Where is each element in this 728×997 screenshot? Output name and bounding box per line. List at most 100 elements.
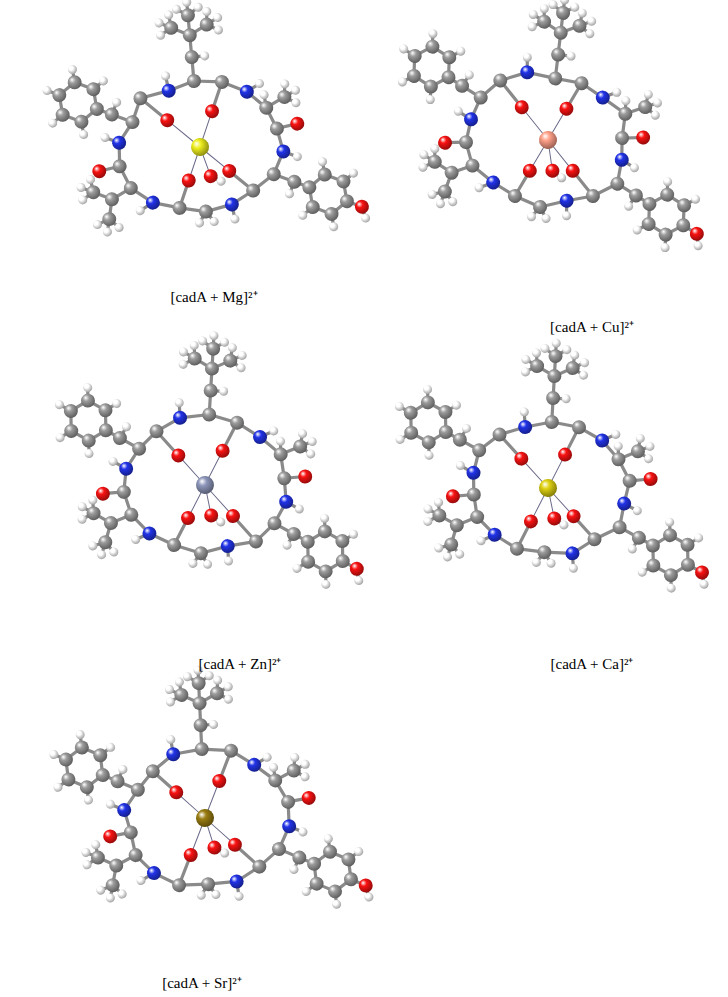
atom-sphere (280, 79, 290, 89)
atom-sphere (80, 780, 95, 795)
atom-sphere (522, 52, 532, 62)
caption-label: [cadA + Sr]²⁺ (162, 974, 242, 992)
atom-sphere (290, 116, 305, 131)
atom-sphere (209, 217, 219, 227)
atom-sphere (456, 46, 466, 56)
atom-sphere (229, 874, 244, 889)
atom-sphere (276, 437, 286, 447)
atom-sphere (223, 353, 238, 368)
atom-sphere (48, 118, 58, 128)
atom-sphere (104, 107, 119, 122)
metal-ion (190, 137, 210, 157)
atom-sphere (335, 554, 350, 569)
atom-sphere (637, 99, 653, 115)
atom-sphere (145, 764, 160, 779)
atom-sphere (546, 391, 561, 406)
metal-ion (538, 130, 558, 150)
atom-sphere (522, 163, 538, 179)
atom-sphere (403, 405, 418, 420)
atom-sphere (224, 743, 239, 758)
atom-sphere (95, 486, 110, 501)
atom-sphere (103, 227, 113, 237)
atom-sphere (437, 135, 453, 151)
atom-sphere (105, 878, 120, 893)
atom-sphere (463, 112, 479, 128)
atom-sphere (112, 159, 127, 174)
atom-sphere (167, 538, 182, 553)
atom-sphere (55, 107, 70, 122)
atom-sphere (539, 4, 549, 14)
atom-sphere (166, 735, 175, 744)
atom-sphere (566, 509, 581, 524)
atom-sphere (611, 452, 626, 467)
atom-sphere (442, 50, 458, 66)
atom-sphere (637, 568, 646, 577)
atom-sphere (566, 51, 576, 61)
atom-sphere (104, 192, 119, 207)
atom-sphere (300, 534, 315, 549)
atom-sphere (230, 415, 245, 430)
atom-sphere (434, 543, 443, 552)
atom-sphere (199, 17, 214, 32)
atom-sphere (452, 432, 467, 447)
atom-sphere (98, 535, 113, 550)
atom-sphere (664, 568, 679, 583)
atom-sphere (172, 200, 187, 215)
atom-sphere (680, 537, 695, 552)
atom-sphere (272, 842, 287, 857)
atom-sphere (88, 495, 98, 505)
atom-sphere (681, 557, 696, 572)
atom-sphere (632, 225, 642, 235)
atom-sphere (492, 427, 507, 442)
atom-sphere (142, 526, 157, 541)
atom-sphere (112, 431, 127, 446)
atom-sphere (295, 504, 305, 514)
atom-sphere (540, 344, 549, 353)
atom-sphere (61, 772, 76, 787)
atom-sphere (425, 95, 435, 105)
atom-sphere (548, 0, 558, 10)
atom-sphere (306, 449, 316, 459)
atom-sphere (273, 447, 288, 462)
atom-sphere (183, 848, 198, 863)
atom-sphere (86, 185, 101, 200)
atom-sphere (171, 448, 186, 463)
atom-sphere (621, 96, 631, 106)
atom-sphere (234, 892, 243, 901)
atom-sphere (214, 25, 224, 35)
atom-sphere (587, 16, 597, 26)
atom-sphere (269, 121, 284, 136)
atom-sphere (689, 226, 705, 242)
atom-sphere (587, 532, 602, 547)
atom-sphere (307, 856, 322, 871)
atom-sphere (438, 425, 453, 440)
atom-sphere (202, 407, 217, 422)
atom-sphere (520, 407, 529, 416)
atom-sphere (49, 750, 58, 759)
atom-sphere (559, 193, 575, 209)
atom-sphere (64, 424, 79, 439)
atom-sphere (676, 198, 692, 214)
atom-sphere (116, 484, 131, 499)
atom-sphere (106, 800, 115, 809)
atom-sphere (203, 560, 213, 570)
atom-sphere (536, 14, 552, 30)
atom-sphere (191, 676, 206, 691)
atom-sphere (407, 48, 423, 64)
atom-sphere (197, 891, 206, 900)
atom-sphere (617, 496, 632, 511)
atom-sphere (55, 433, 65, 443)
atom-sphere (585, 29, 595, 39)
atom-sphere (42, 86, 52, 96)
atom-sphere (339, 194, 354, 209)
atom-sphere (466, 465, 481, 480)
atom-sphere (165, 685, 174, 694)
atom-sphere (636, 434, 645, 443)
atom-sphere (552, 338, 561, 347)
atom-sphere (527, 212, 537, 222)
atom-sphere (562, 211, 572, 221)
atom-sphere (406, 68, 422, 84)
atom-sphere (282, 540, 292, 550)
atom-sphere (300, 772, 309, 781)
